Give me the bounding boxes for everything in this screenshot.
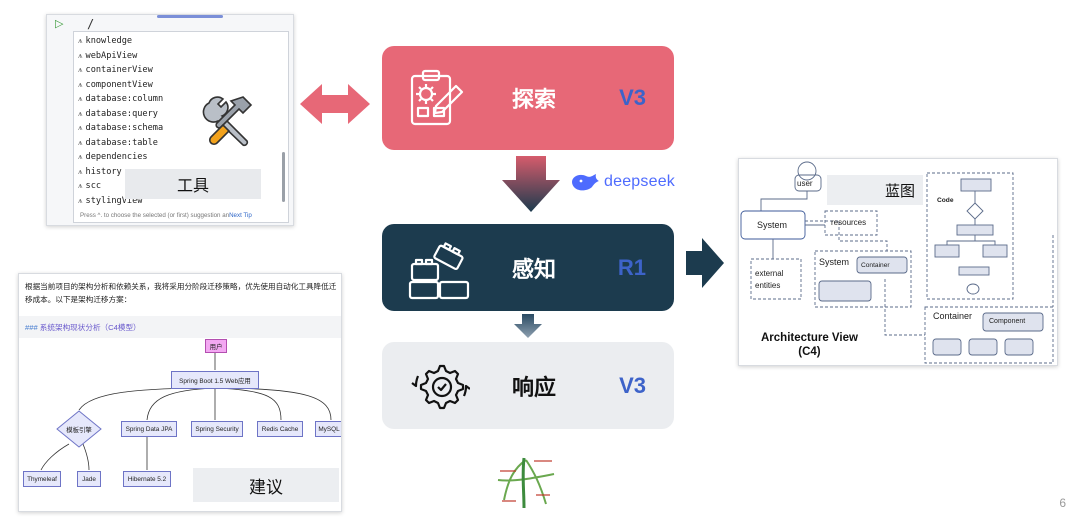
tools-icon <box>202 96 253 147</box>
diagram-node-mysql: MySQL <box>315 421 341 437</box>
suggestion-item[interactable]: ⩚stylingView <box>78 195 143 206</box>
symbol-icon: ⩚ <box>78 195 83 205</box>
suggestion-list: ⩚knowledge ⩚webApiView ⩚containerView ⩚c… <box>78 34 163 208</box>
down-arrow-icon <box>514 314 542 338</box>
bricks-icon <box>408 242 470 300</box>
symbol-icon: ⩚ <box>78 79 83 89</box>
symbol-icon: ⩚ <box>78 152 83 161</box>
suggestion-item[interactable]: ⩚webApiView <box>78 50 138 61</box>
suggestion-item[interactable]: ⩚dependencies <box>78 152 148 162</box>
diagram-node-hibernate: Hibernate 5.2 <box>123 471 171 487</box>
suggestion-item[interactable]: ⩚history <box>78 166 122 177</box>
heading-strip <box>19 316 341 338</box>
diagram-node-jpa: Spring Data JPA <box>121 421 177 437</box>
stage-name: 探索 <box>512 87 557 112</box>
suggestion-item[interactable]: ⩚componentView <box>78 79 153 90</box>
blueprint-title: 蓝图 <box>827 175 923 205</box>
bp-container: Container <box>861 262 890 269</box>
diagram-node-user: 用户 <box>205 339 227 353</box>
stage-perceive: 感知 R1 <box>382 224 674 311</box>
symbol-icon: ⩚ <box>78 36 83 45</box>
bp-container-2: Container <box>933 311 973 321</box>
symbol-icon: ⩚ <box>78 108 83 118</box>
diagram-node-thymeleaf: Thymeleaf <box>23 471 61 487</box>
diagram-node-template: 模板引擎 <box>66 426 92 434</box>
suggestion-item[interactable]: ⩚database:column <box>78 94 164 104</box>
symbol-icon: ⩚ <box>78 123 83 132</box>
symbol-icon: ⩚ <box>78 50 83 60</box>
scrollbar[interactable] <box>282 152 285 202</box>
diagram-node-security: Spring Security <box>191 421 243 437</box>
symbol-icon: ⩚ <box>78 137 83 147</box>
play-icon[interactable]: ▷ <box>55 18 64 30</box>
suggestion-item[interactable]: ⩚scc <box>78 181 102 191</box>
stage-explore: 探索 V3 <box>382 46 674 150</box>
symbol-icon: ⩚ <box>78 181 83 190</box>
symbol-icon: ⩚ <box>78 94 83 103</box>
text-cursor: / <box>87 17 95 31</box>
gear-check-icon <box>411 364 470 410</box>
stage-version: V3 <box>619 372 646 398</box>
tab-indicator <box>157 15 223 18</box>
bp-user: user <box>797 179 813 188</box>
diagram-node-redis: Redis Cache <box>257 421 303 437</box>
page-number: 6 <box>1059 496 1066 510</box>
suggestion-item[interactable]: ⩚database:schema <box>78 123 164 133</box>
bp-external: external <box>755 269 784 278</box>
stage-name: 感知 <box>512 256 557 282</box>
stage-name: 响应 <box>512 374 557 400</box>
symbol-icon: ⩚ <box>78 166 83 176</box>
diagram-node-core: Spring Boot 1.5 Web应用 <box>171 371 259 389</box>
bp-code: Code <box>937 197 954 204</box>
right-arrow-icon <box>686 238 724 288</box>
stage-respond: 响应 V3 <box>382 342 674 429</box>
bp-entities: entities <box>755 281 781 290</box>
architecture-diagram <box>740 161 1054 364</box>
clipboard-gear-icon <box>410 69 464 126</box>
suggestion-panel: 根据当前项目的架构分析和依赖关系，我将采用分阶段迁移策略，优先使用自动化工具降低… <box>18 273 342 512</box>
bp-component: Component <box>989 318 1026 325</box>
deepseek-wordmark: deepseek <box>604 173 675 190</box>
bp-system: System <box>757 220 788 230</box>
architecture-view-caption: Architecture View (C4) <box>761 332 858 358</box>
suggestion-item[interactable]: ⩚knowledge <box>78 36 133 46</box>
framework-thumbnail <box>497 457 555 509</box>
diagram-node-jade: Jade <box>77 471 101 487</box>
whale-icon <box>572 174 599 191</box>
down-arrow-icon <box>502 156 560 212</box>
suggestion-item[interactable]: ⩚containerView <box>78 65 153 75</box>
suggestion-label: 建议 <box>193 468 339 502</box>
suggestion-item[interactable]: ⩚database:table <box>78 137 158 148</box>
stage-version: R1 <box>617 254 646 280</box>
intro-text: 根据当前项目的架构分析和依赖关系，我将采用分阶段迁移策略，优先使用自动化工具降低… <box>25 282 337 304</box>
tools-label: 工具 <box>125 169 261 199</box>
stage-version: V3 <box>619 85 646 110</box>
suggestion-item[interactable]: ⩚database:query <box>78 108 158 119</box>
bp-system-2: System <box>819 257 850 267</box>
double-arrow-icon <box>300 84 370 124</box>
bp-resources: resources <box>831 218 867 227</box>
blueprint-panel: 蓝图 user System resources external entiti… <box>738 158 1058 366</box>
next-tip-link[interactable]: Next Tip <box>229 212 252 219</box>
autocomplete-footer: Press ^. to choose the selected (or firs… <box>80 212 252 219</box>
tools-panel: ▷ / ⩚knowledge ⩚webApiView ⩚containerVie… <box>46 14 294 226</box>
symbol-icon: ⩚ <box>78 65 83 74</box>
markdown-heading: ### 系统架构现状分析（C4模型） <box>25 323 141 332</box>
deepseek-logo: deepseek <box>570 170 675 194</box>
